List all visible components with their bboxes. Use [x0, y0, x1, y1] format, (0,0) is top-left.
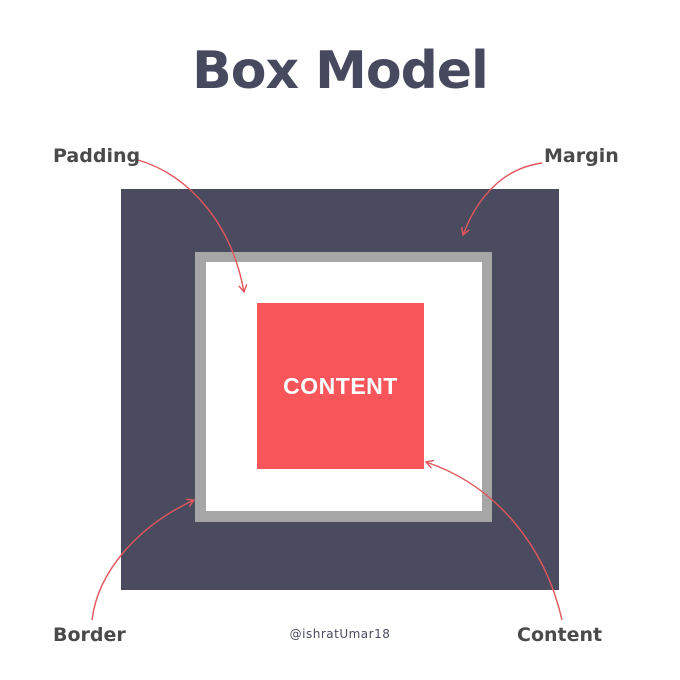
- padding-label: Padding: [53, 145, 141, 167]
- margin-label: Margin: [544, 145, 619, 167]
- content-area-label: CONTENT: [283, 372, 398, 399]
- author-watermark: @ishratUmar18: [289, 627, 391, 641]
- content-label: Content: [517, 624, 603, 646]
- content-area: CONTENT: [257, 303, 424, 469]
- border-label: Border: [53, 624, 126, 646]
- diagram-title: Box Model: [192, 41, 489, 101]
